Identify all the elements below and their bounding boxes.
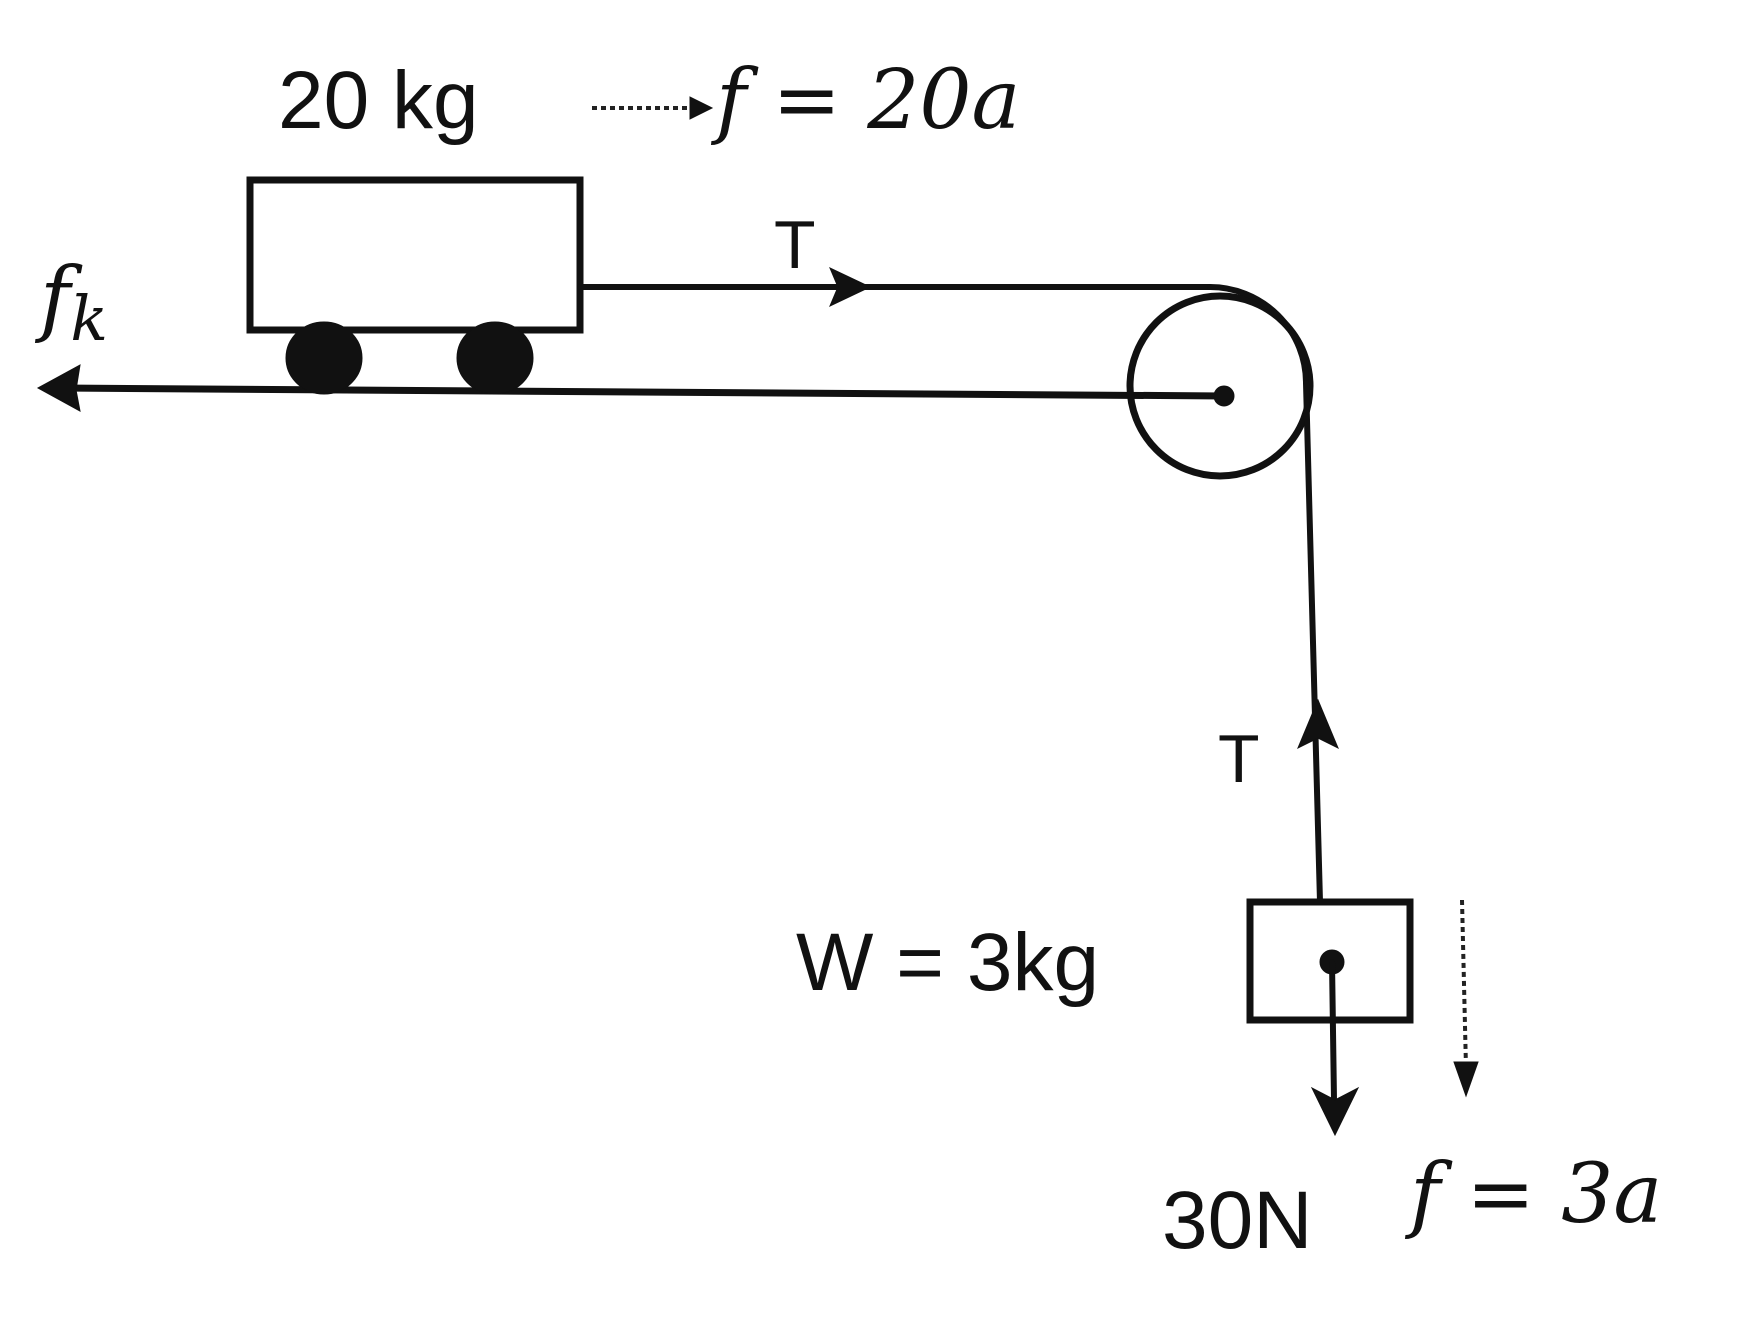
cart-accel-arrowhead: [689, 96, 714, 120]
weight-label: 30N: [1162, 1175, 1312, 1266]
surface-line: [56, 384, 1229, 400]
hanging-block-mass-label: W = 3kg: [796, 917, 1099, 1008]
cart-accel-force-label: f = 20a: [710, 53, 1020, 148]
vertical-tension-arrowhead: [1297, 698, 1339, 750]
friction-arrowhead: [36, 364, 81, 412]
block-accel-force-label: f = 3a: [1404, 1147, 1662, 1242]
horizontal-tension-label: T: [774, 207, 816, 283]
horizontal-tension-arrowhead: [829, 266, 872, 308]
vertical-tension-label: T: [1218, 721, 1260, 797]
weight-arrowhead: [1310, 1086, 1360, 1137]
string-over-pulley: [1207, 284, 1309, 386]
block-accel-arrowhead: [1453, 1061, 1479, 1098]
weight-arrow: [1329, 959, 1337, 1103]
pulley-axle: [1213, 385, 1235, 407]
vertical-string: [1303, 380, 1323, 905]
cart-mass-label: 20 kg: [278, 55, 479, 146]
cart-wheel-left: [285, 321, 363, 395]
pulley: [1126, 292, 1314, 480]
friction-label: fk: [34, 251, 108, 355]
cart-wheel-right: [456, 321, 534, 395]
cart-block: [246, 176, 584, 334]
block-accel-arrow: [1460, 899, 1468, 1069]
